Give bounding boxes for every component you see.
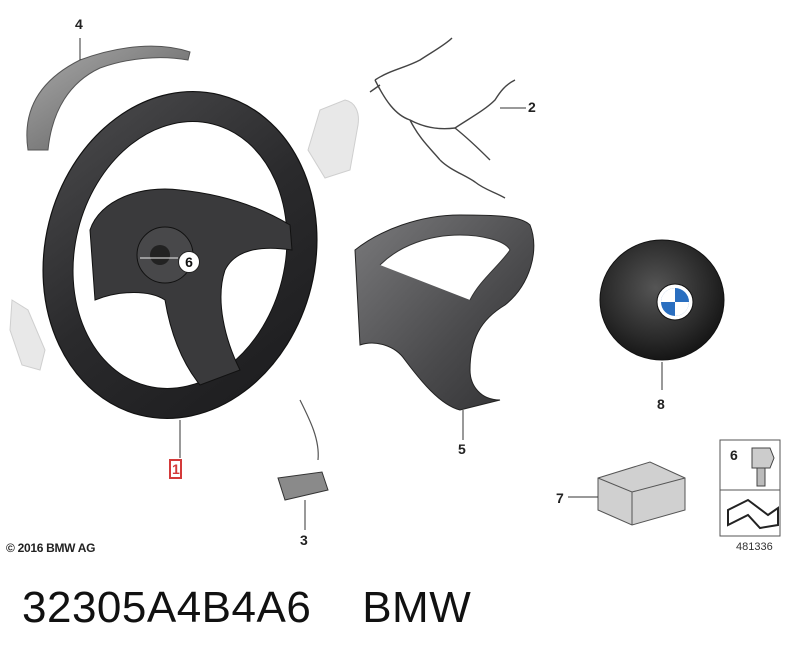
ghost-shift-paddle-left [9,299,46,371]
callout-8[interactable]: 8 [657,396,665,412]
highlight-box-part-1 [169,459,182,479]
diagram-id: 481336 [736,541,773,553]
ghost-shift-paddle-right [307,99,359,179]
callout-7[interactable]: 7 [556,490,564,506]
part-7-box [568,461,686,526]
callout-6-box[interactable]: 6 [730,447,738,463]
callout-5[interactable]: 5 [458,441,466,457]
callout-3[interactable]: 3 [300,532,308,548]
part-4-trim-cover [26,38,191,151]
part-2-wiring-harness [369,37,526,199]
copyright-text: © 2016 BMW AG [6,541,96,555]
callout-4[interactable]: 4 [75,16,83,32]
part-number-caption: 32305A4B4A6 BMW [22,583,472,632]
callout-2[interactable]: 2 [528,99,536,115]
part-legend-box [719,439,781,537]
part-5-steering-trim [354,214,535,440]
callout-1[interactable]: 1 [172,461,180,477]
part-8-airbag [599,239,725,390]
callout-6-wheel[interactable]: 6 [178,251,200,273]
part-1-steering-wheel [42,91,318,419]
part-3-sensor [277,399,329,530]
